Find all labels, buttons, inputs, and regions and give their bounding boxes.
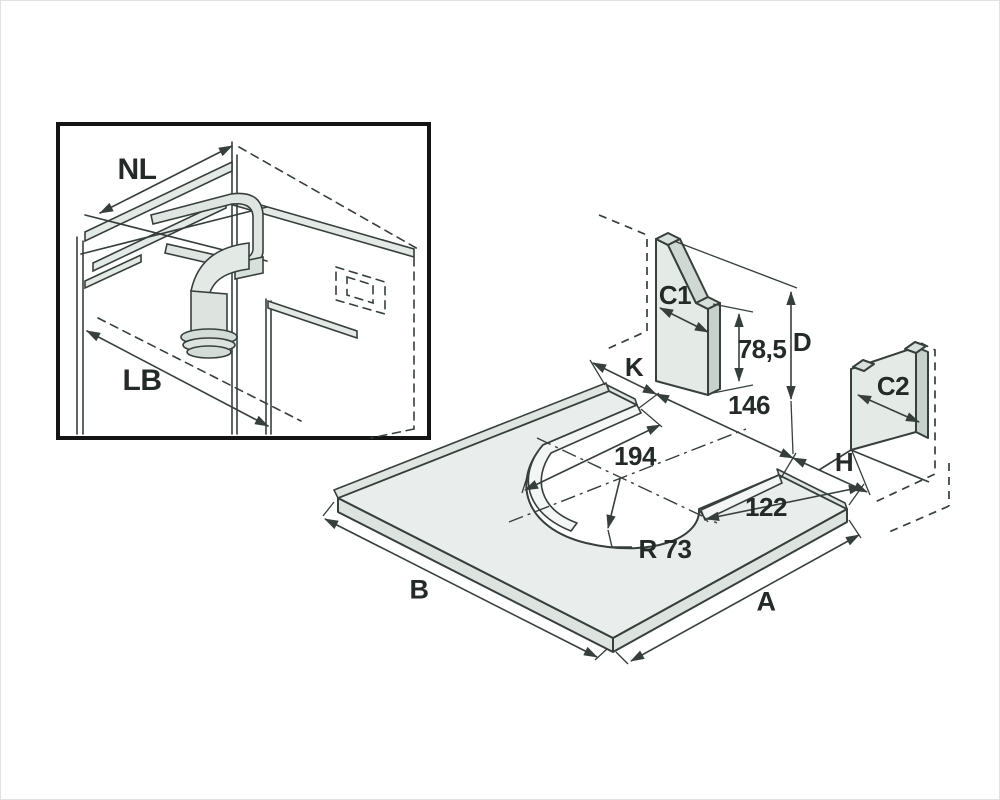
dim-label-r73: R 73 [638,534,692,564]
dim-label-78-5: 78,5 [737,334,787,364]
inset-dimension-lines [86,145,269,427]
dim-label-c2: C2 [876,371,910,401]
bracket-c1 [655,232,721,396]
dim-line-122 [705,485,863,521]
dim-line-a [630,534,860,662]
dim-line-k [592,362,657,395]
dim-line-b [324,518,598,658]
dim-line-194 [524,424,661,491]
dim-label-lb: LB [122,364,163,397]
inset-border [56,122,431,440]
dim-label-k: K [624,352,644,382]
dim-label-a: A [756,586,777,617]
dimension-lines [324,291,920,662]
dim-line-c1 [659,307,709,333]
dim-label-122: 122 [745,492,787,522]
dim-line-146 [655,393,794,459]
dim-label-h: H [834,447,854,477]
dim-line-lb [86,330,269,427]
dim-line-c2 [857,394,920,423]
inset-cabinet-drawing [56,122,431,440]
dim-label-194: 194 [614,441,656,471]
dim-label-c1: C1 [658,280,692,310]
dim-label-d: D [792,327,812,357]
radius-leader [606,478,632,548]
hidden-cabinet-outline [598,214,950,533]
dim-label-146: 146 [728,390,770,420]
dim-label-b: B [409,574,430,605]
dim-label-nl: NL [117,153,158,186]
dim-line-nl [99,145,233,214]
